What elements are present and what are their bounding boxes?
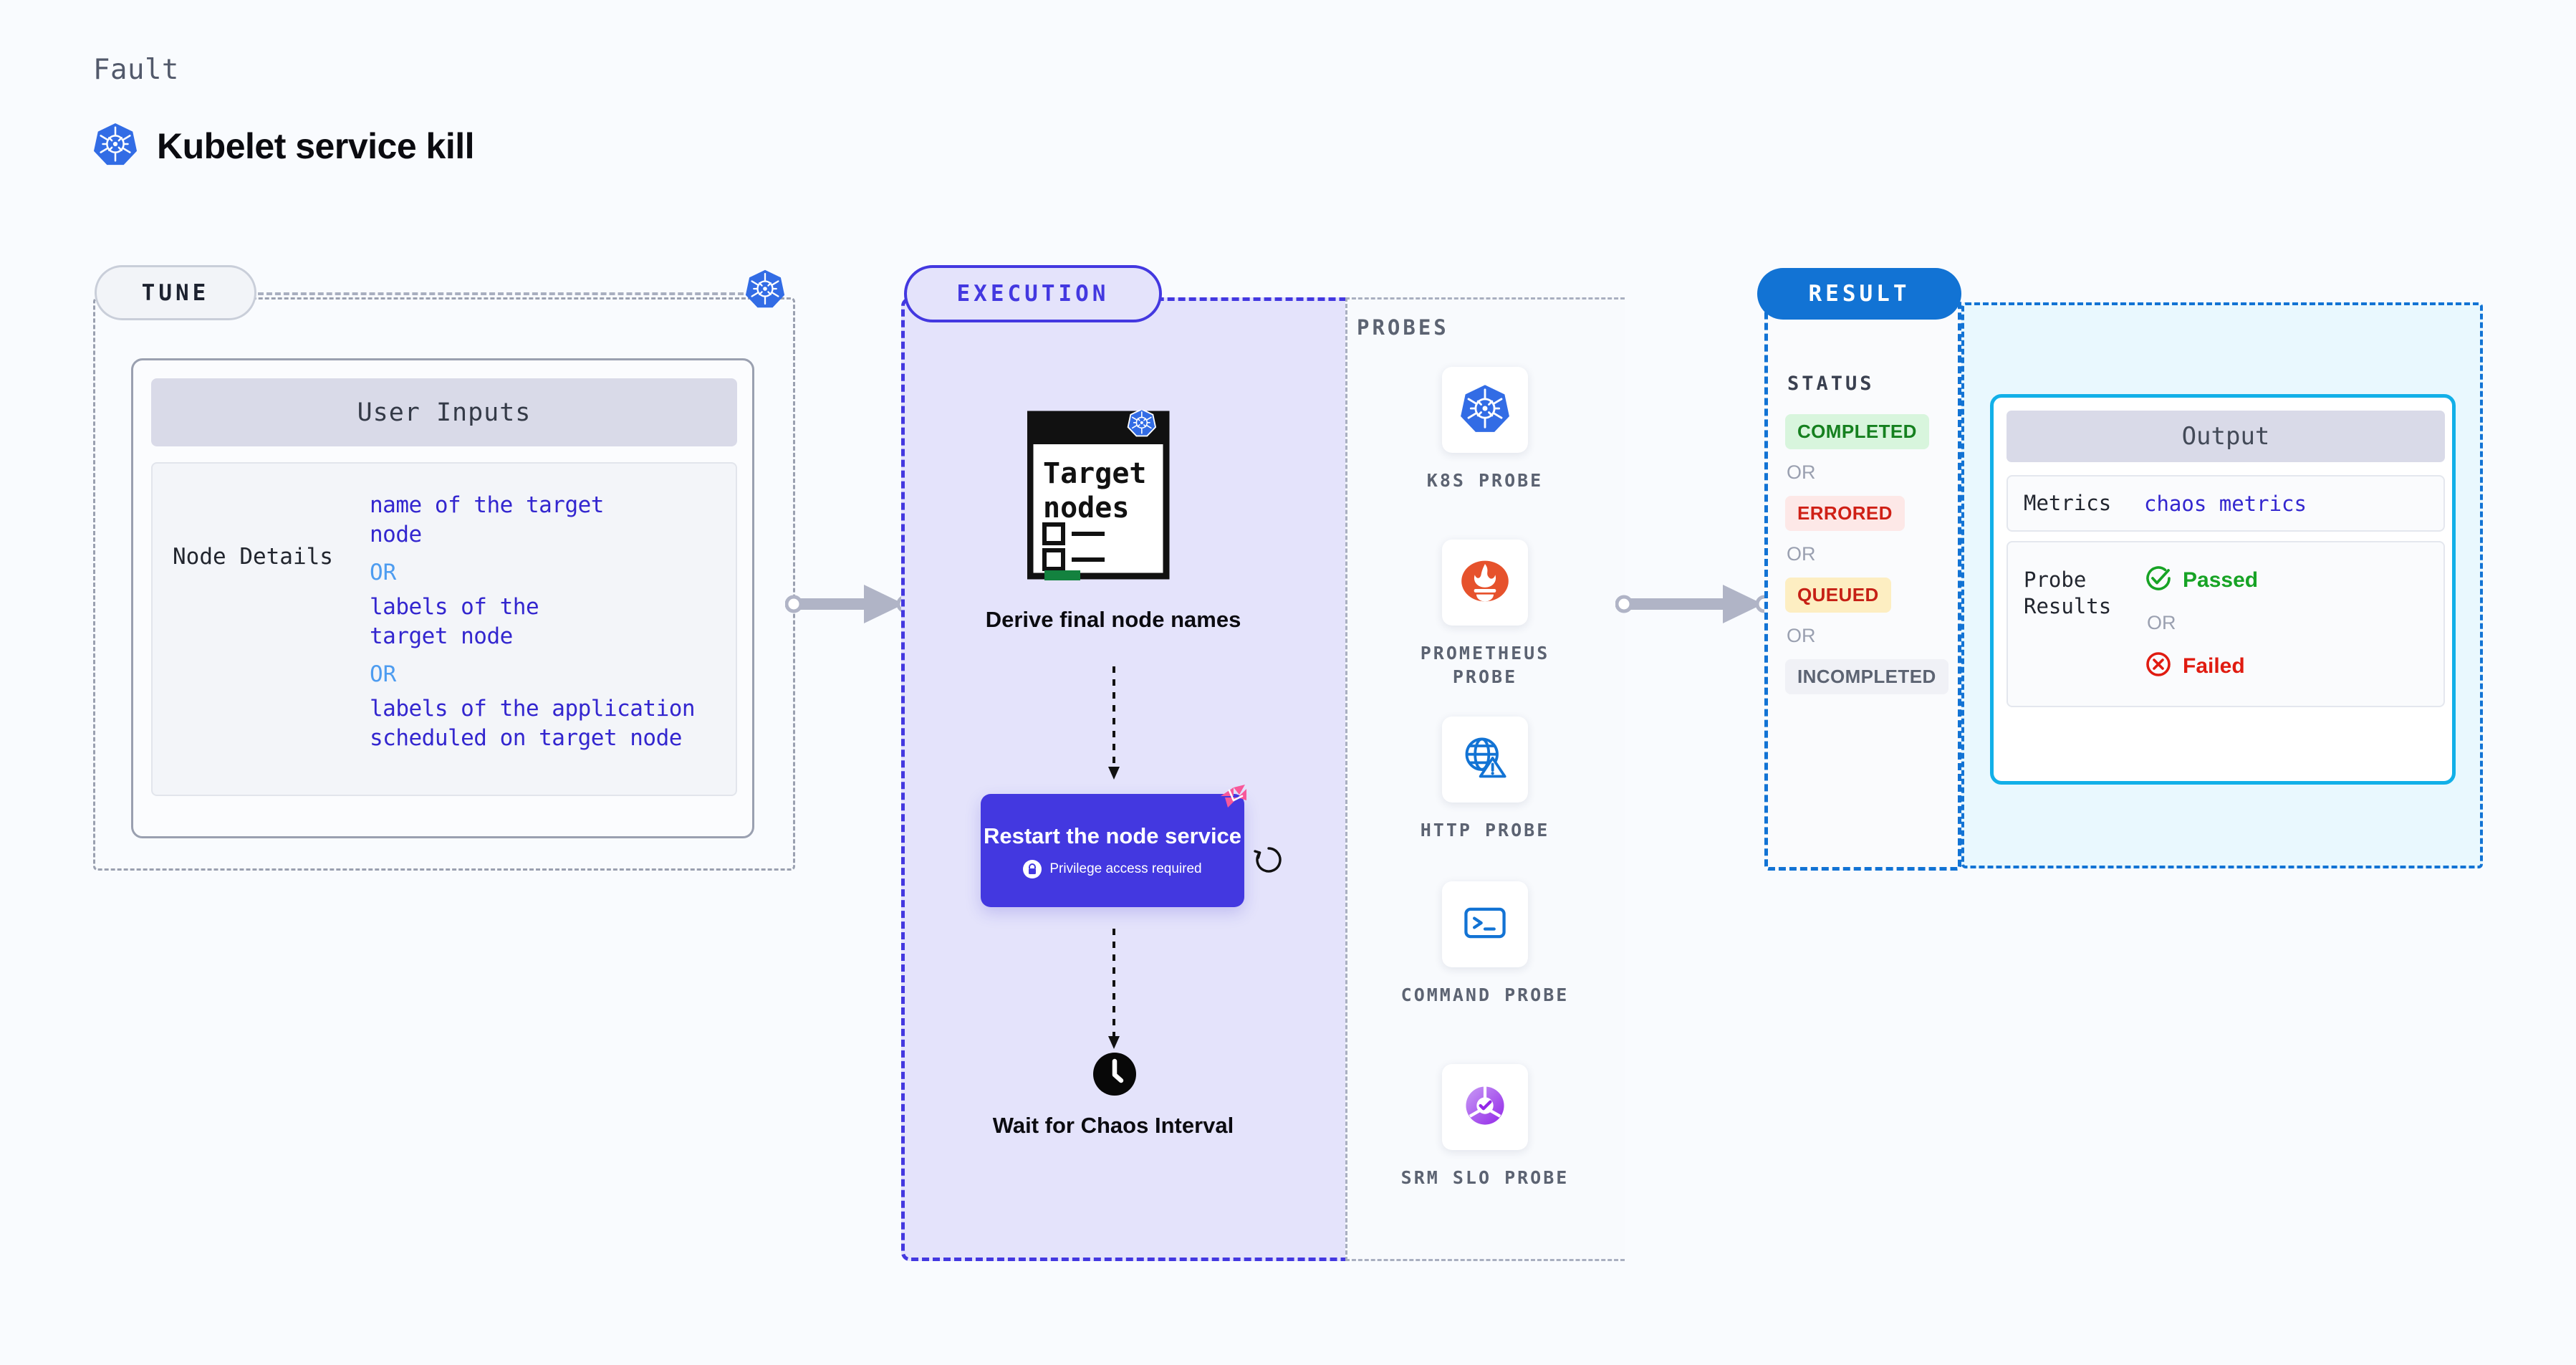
probe-srm-slo-tile [1442,1064,1528,1150]
tune-section-panel [93,297,795,871]
status-or-1: OR [1787,461,1816,483]
privilege-note: Privilege access required [1023,859,1202,878]
probe-result-passed-label: Passed [2183,567,2259,592]
probe-k8s-label: K8S PROBE [1426,470,1544,491]
probe-k8s[interactable]: K8S PROBE [1395,367,1575,492]
probe-srm-slo[interactable]: SRM SLO PROBE [1395,1064,1575,1189]
output-probe-results-key: Probe Results [2024,567,2112,619]
node-details-row: Node Details name of the target node OR … [173,464,739,752]
terminal-prompt-icon [1461,899,1509,951]
output-metrics-value[interactable]: chaos metrics [2144,491,2307,516]
svg-text:Target: Target [1043,457,1147,490]
connector-restart-to-wait [1107,929,1121,1054]
node-details-values: name of the target node OR labels of the… [370,464,739,752]
node-details-or-2: OR [370,661,397,687]
output-title: Output [2007,411,2445,462]
status-title: STATUS [1787,373,1875,395]
retry-rotate-icon [1252,843,1285,880]
node-details-value-2: labels of the target node [370,593,539,649]
page-title-row: Kubelet service kill [93,122,475,170]
execution-section-label: EXECUTION [904,265,1162,322]
node-details-or-1: OR [370,559,397,585]
derive-node-names-label: Derive final node names [985,607,1241,632]
probe-command[interactable]: COMMAND PROBE [1395,881,1575,1007]
probe-prometheus-tile [1442,540,1528,626]
probe-prometheus[interactable]: PROMETHEUS PROBE [1395,540,1575,689]
status-list: COMPLETED OR ERRORED OR QUEUED OR INCOMP… [1785,414,1964,694]
tune-section-label: TUNE [95,265,256,320]
node-details-value-1: name of the target node [370,492,604,547]
arrow-tune-to-execution [784,582,915,630]
probe-http-tile [1442,717,1528,803]
output-probe-results-values: Passed OR Failed [2144,542,2443,706]
connector-derive-to-restart [1107,666,1121,785]
restart-node-service-card[interactable]: Restart the node service Privilege acces… [981,794,1244,907]
node-details-key: Node Details [173,544,333,570]
status-badge-errored: ERRORED [1785,496,1905,531]
svg-text:nodes: nodes [1043,492,1129,525]
output-card: Output Metrics chaos metrics Probe Resul… [1990,394,2456,785]
probe-result-failed: Failed [2144,650,2443,682]
status-or-3: OR [1787,625,1816,646]
node-details-value-3: labels of the application scheduled on t… [370,695,696,751]
probe-result-failed-label: Failed [2183,653,2245,678]
tune-kubernetes-badge-icon [745,269,785,312]
status-or-2: OR [1787,543,1816,565]
status-badge-completed: COMPLETED [1785,414,1929,449]
x-circle-icon [2144,650,2173,682]
clock-icon [1092,1052,1137,1100]
probe-srm-slo-label: SRM SLO PROBE [1400,1167,1570,1188]
probe-command-label: COMMAND PROBE [1400,985,1570,1005]
wait-for-chaos-interval-label: Wait for Chaos Interval [992,1113,1234,1138]
check-circle-icon [2144,564,2173,596]
kubernetes-logo-icon [1460,383,1510,437]
litmus-chaos-icon [1218,782,1252,820]
privilege-note-text: Privilege access required [1049,861,1202,876]
kubernetes-logo-icon [93,122,138,170]
status-badge-queued: QUEUED [1785,578,1891,613]
probe-http[interactable]: HTTP PROBE [1395,717,1575,842]
output-metrics-value-wrap: chaos metrics [2144,492,2443,516]
tune-dashed-connector [258,292,752,295]
globe-warning-icon [1461,734,1509,786]
probe-prometheus-label: PROMETHEUS PROBE [1420,643,1550,687]
probes-title: PROBES [1357,315,1449,340]
output-probe-results-row: Probe Results Passed OR [2007,541,2445,707]
arrow-execution-to-result [1615,582,1774,630]
status-badge-incompleted: INCOMPLETED [1785,659,1948,694]
probe-result-or: OR [2147,612,2176,633]
user-inputs-title: User Inputs [151,378,737,446]
user-inputs-card: User Inputs Node Details name of the tar… [131,358,754,838]
lock-icon [1023,859,1042,878]
probe-command-tile [1442,881,1528,967]
probe-k8s-tile [1442,367,1528,453]
output-metrics-row: Metrics chaos metrics [2007,475,2445,532]
target-nodes-document-icon: Target nodes [1027,408,1191,586]
restart-node-service-title: Restart the node service [983,823,1242,849]
page-eyebrow: Fault [93,54,179,86]
output-metrics-key: Metrics [2024,490,2112,515]
probe-result-passed: Passed [2144,564,2443,596]
page-title: Kubelet service kill [157,125,475,166]
result-section-label: RESULT [1757,268,1961,320]
probe-http-label: HTTP PROBE [1420,820,1550,840]
srm-slo-donut-icon [1461,1081,1509,1134]
prometheus-logo-icon [1460,556,1510,610]
user-inputs-body: Node Details name of the target node OR … [151,462,737,796]
